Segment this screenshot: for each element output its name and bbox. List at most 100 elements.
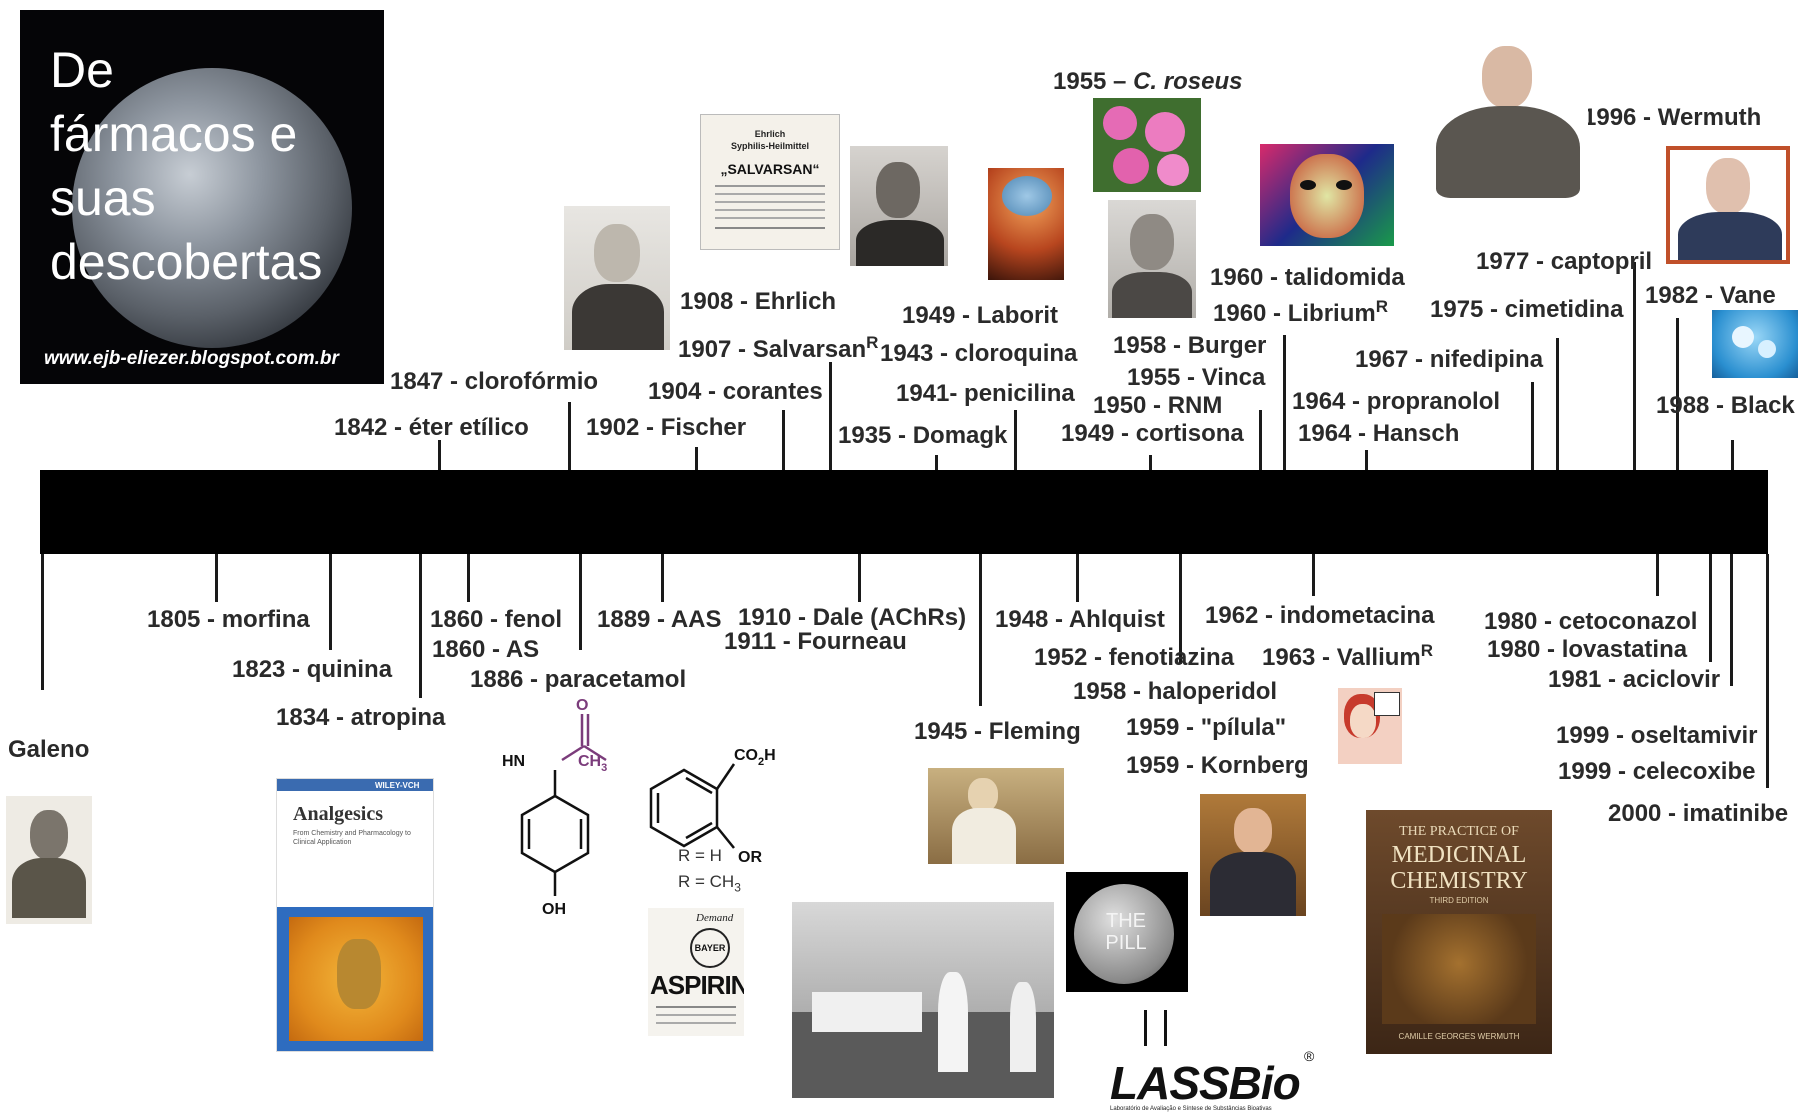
logo-title-line: suas [50, 170, 156, 226]
event-label: 1834 - atropina [276, 704, 446, 731]
tick-1823 [329, 554, 332, 650]
event-label: 1981 - aciclovir [1548, 666, 1721, 693]
ad-brand: „SALVARSAN“ [720, 161, 820, 177]
event-label-text: 1907 - Salvarsan [678, 336, 867, 363]
chem-label: H [764, 747, 776, 764]
event-label: 1935 - Domagk [838, 422, 1008, 449]
medicinal-chemistry-book-cover: THE PRACTICE OF MEDICINAL CHEMISTRY THIR… [1366, 810, 1552, 1054]
tick-2000 [1766, 554, 1769, 788]
svg-text:CH3: CH3 [578, 753, 607, 774]
event-label: 1959 - "pílula" [1126, 714, 1287, 741]
event-label: 1950 - RNM [1093, 392, 1223, 419]
event-label: 1959 - Kornberg [1126, 752, 1309, 779]
event-label: 1982 - Vane [1645, 282, 1776, 309]
chem-label: CO [734, 747, 758, 764]
tick-1958 [1179, 554, 1182, 664]
event-label: 1943 - cloroquina [880, 340, 1078, 367]
event-label: Galeno [8, 736, 90, 763]
registered-mark: R [1375, 297, 1388, 316]
tick-1910 [858, 554, 861, 602]
pill-text-line: THE [1106, 910, 1146, 932]
ad-text: Demand [696, 912, 734, 924]
logo-title-line: De [50, 42, 114, 98]
tick-1941 [1014, 410, 1017, 470]
tick-1999 [1730, 554, 1733, 686]
chem-label: O [576, 697, 588, 714]
event-label: 1842 - éter etílico [334, 414, 529, 441]
logo-title-line: descobertas [50, 234, 323, 290]
event-label: 1805 - morfina [147, 606, 310, 633]
salicylate-structure: CO2H OR [649, 747, 776, 866]
event-label: 1945 - Fleming [914, 718, 1081, 745]
chem-substituent: R = H [678, 846, 722, 865]
analgesics-book-cover: WILEY-VCH Analgesics From Chemistry and … [276, 778, 434, 1052]
pill-text-line: PILL [1105, 932, 1147, 954]
chem-label: OH [542, 901, 566, 918]
bayer-cross-logo: BAYER [690, 928, 730, 968]
chem-subscript: 3 [601, 762, 607, 774]
vane-portrait [1666, 146, 1790, 264]
tick-1949 [1149, 455, 1152, 470]
tick-1967 [1531, 382, 1534, 470]
tick-1977 [1633, 262, 1636, 470]
kornberg-photo [1200, 794, 1306, 916]
svg-text:CO2H: CO2H [734, 747, 776, 768]
blog-logo: De fármacos e suas descobertas www.ejb-e… [20, 10, 384, 384]
event-label: 1860 - AS [432, 636, 540, 663]
tick-1834 [419, 554, 422, 698]
event-label: 1967 - nifedipina [1355, 346, 1544, 373]
event-label: 1996 - Wermuth [1583, 104, 1762, 131]
event-label: 1964 - Hansch [1298, 420, 1460, 447]
tick-1964 [1365, 450, 1368, 470]
event-label: 1902 - Fischer [586, 414, 747, 441]
event-label: 1964 - propranolol [1292, 388, 1501, 415]
tick-1886 [579, 554, 582, 650]
book-title: MEDICINAL [1391, 842, 1527, 868]
thalidomide-art-image [1260, 144, 1394, 246]
event-label: 1960 - talidomida [1210, 264, 1405, 291]
event-label: 1958 - Burger [1113, 332, 1267, 359]
popart-woman-image [1338, 688, 1402, 764]
event-label: 1952 - fenotiazina [1034, 644, 1235, 671]
event-year: 1955 – [1053, 68, 1134, 95]
event-label: 1962 - indometacina [1205, 602, 1435, 629]
event-label: 1999 - celecoxibe [1558, 758, 1756, 785]
tick-1904 [782, 410, 785, 470]
event-label: 1975 - cimetidina [1430, 296, 1624, 323]
the-pill-image: THE PILL [1066, 872, 1188, 992]
event-label: 1988 - Black [1656, 392, 1795, 419]
event-label: 1910 - Dale (AChRs) [738, 604, 967, 631]
burger-portrait [1108, 200, 1196, 318]
book-publisher: WILEY-VCH [375, 781, 420, 790]
ad-brand: ASPIRIN [650, 970, 744, 1000]
event-label: 1955 - Vinca [1127, 364, 1266, 391]
logo-title: De fármacos e suas descobertas [50, 38, 322, 294]
pill-text: THE PILL [1092, 910, 1160, 954]
event-label: 1949 - Laborit [902, 302, 1059, 329]
tick-1860 [467, 554, 470, 602]
logo-url[interactable]: www.ejb-eliezer.blogspot.com.br [44, 348, 339, 369]
event-label: 1958 - haloperidol [1073, 678, 1278, 705]
event-label: 1886 - paracetamol [470, 666, 687, 693]
event-label: 1823 - quinina [232, 656, 393, 683]
registered-mark: R [866, 333, 879, 352]
event-label: 1907 - SalvarsanR [678, 334, 878, 362]
event-label: 1977 - captopril [1476, 248, 1653, 275]
event-label: 1904 - corantes [648, 378, 823, 405]
event-label: 1948 - Ahlquist [995, 606, 1165, 633]
paracetamol-structure: HN O CH3 OH [502, 697, 607, 918]
event-label: 1955 – C. roseus [1053, 70, 1242, 94]
ad-text: Syphilis-Heilmittel [730, 141, 810, 151]
brain-image [988, 168, 1064, 280]
roseus-flower-image [1093, 98, 1201, 192]
chem-label: OR [738, 849, 762, 866]
fourneau-portrait [850, 146, 948, 266]
galeno-engraving [6, 796, 92, 924]
book-title: Analgesics [293, 803, 383, 825]
chem-label: R = CH [678, 872, 735, 891]
salvarsan-advertisement: Ehrlich Syphilis-Heilmittel „SALVARSAN“ [700, 114, 840, 250]
logo-title-line: fármacos e [50, 106, 298, 162]
event-label: 1941- penicilina [896, 380, 1075, 407]
chem-subscript: 3 [734, 880, 741, 895]
tick-1982 [1676, 318, 1679, 470]
